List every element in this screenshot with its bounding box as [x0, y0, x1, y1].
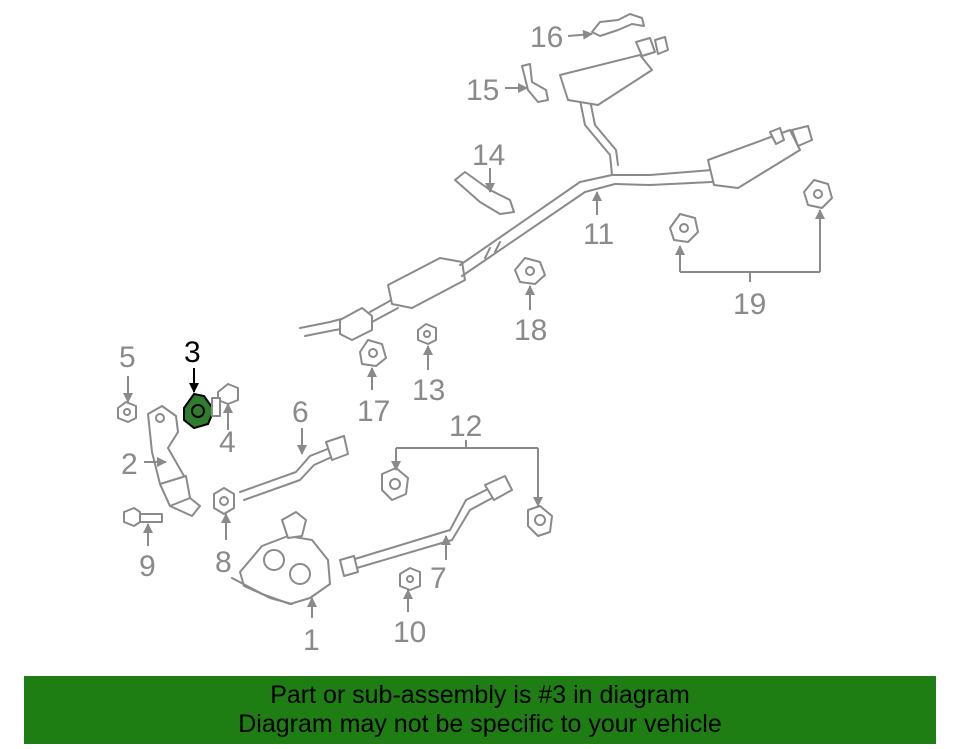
label-6: 6 [292, 396, 309, 429]
connector-pipe-6[interactable] [239, 435, 349, 501]
label-3: 3 [184, 336, 201, 369]
exhaust-parts-diagram: 11 16 15 14 18 19 17 [117, 13, 833, 657]
nut-5[interactable] [117, 401, 137, 423]
label-9: 9 [139, 550, 156, 583]
hanger-bracket-15[interactable] [521, 63, 549, 103]
label-5: 5 [119, 341, 136, 374]
label-4: 4 [219, 426, 236, 459]
label-1: 1 [303, 624, 320, 657]
label-14: 14 [472, 139, 505, 172]
nut-13[interactable] [417, 323, 437, 345]
heat-shield-bracket-14[interactable] [454, 171, 515, 215]
banner-line-1: Part or sub-assembly is #3 in diagram [270, 681, 690, 709]
label-17: 17 [357, 395, 390, 428]
label-18: 18 [514, 314, 547, 347]
main-exhaust-pipe[interactable] [299, 36, 813, 341]
label-12: 12 [449, 410, 482, 443]
label-8: 8 [215, 546, 232, 579]
label-16: 16 [530, 21, 563, 54]
hanger-bracket-16[interactable] [591, 13, 645, 37]
front-pipe-7[interactable] [339, 475, 513, 577]
label-15: 15 [466, 74, 499, 107]
insulator-19-right[interactable] [803, 179, 833, 209]
gasket-12-left[interactable] [381, 467, 409, 501]
exhaust-manifold-1[interactable] [231, 511, 331, 605]
info-banner: Part or sub-assembly is #3 in diagram Di… [24, 676, 936, 744]
label-19: 19 [733, 288, 766, 321]
label-2: 2 [121, 448, 138, 481]
insulator-17[interactable] [359, 339, 387, 367]
label-10: 10 [393, 616, 426, 649]
label-7: 7 [430, 562, 447, 595]
bolt-4[interactable] [211, 383, 239, 417]
banner-line-2: Diagram may not be specific to your vehi… [238, 710, 722, 738]
label-11: 11 [583, 218, 614, 251]
bolt-9[interactable] [123, 507, 163, 527]
label-13: 13 [412, 374, 445, 407]
catalytic-converter-2[interactable] [147, 405, 201, 517]
gasket-3-highlighted[interactable] [183, 392, 216, 430]
nut-10[interactable] [399, 567, 421, 591]
insulator-19-left[interactable] [669, 213, 699, 243]
gasket-8[interactable] [213, 487, 235, 515]
insulator-18[interactable] [514, 257, 546, 285]
gasket-12-right[interactable] [527, 505, 553, 537]
